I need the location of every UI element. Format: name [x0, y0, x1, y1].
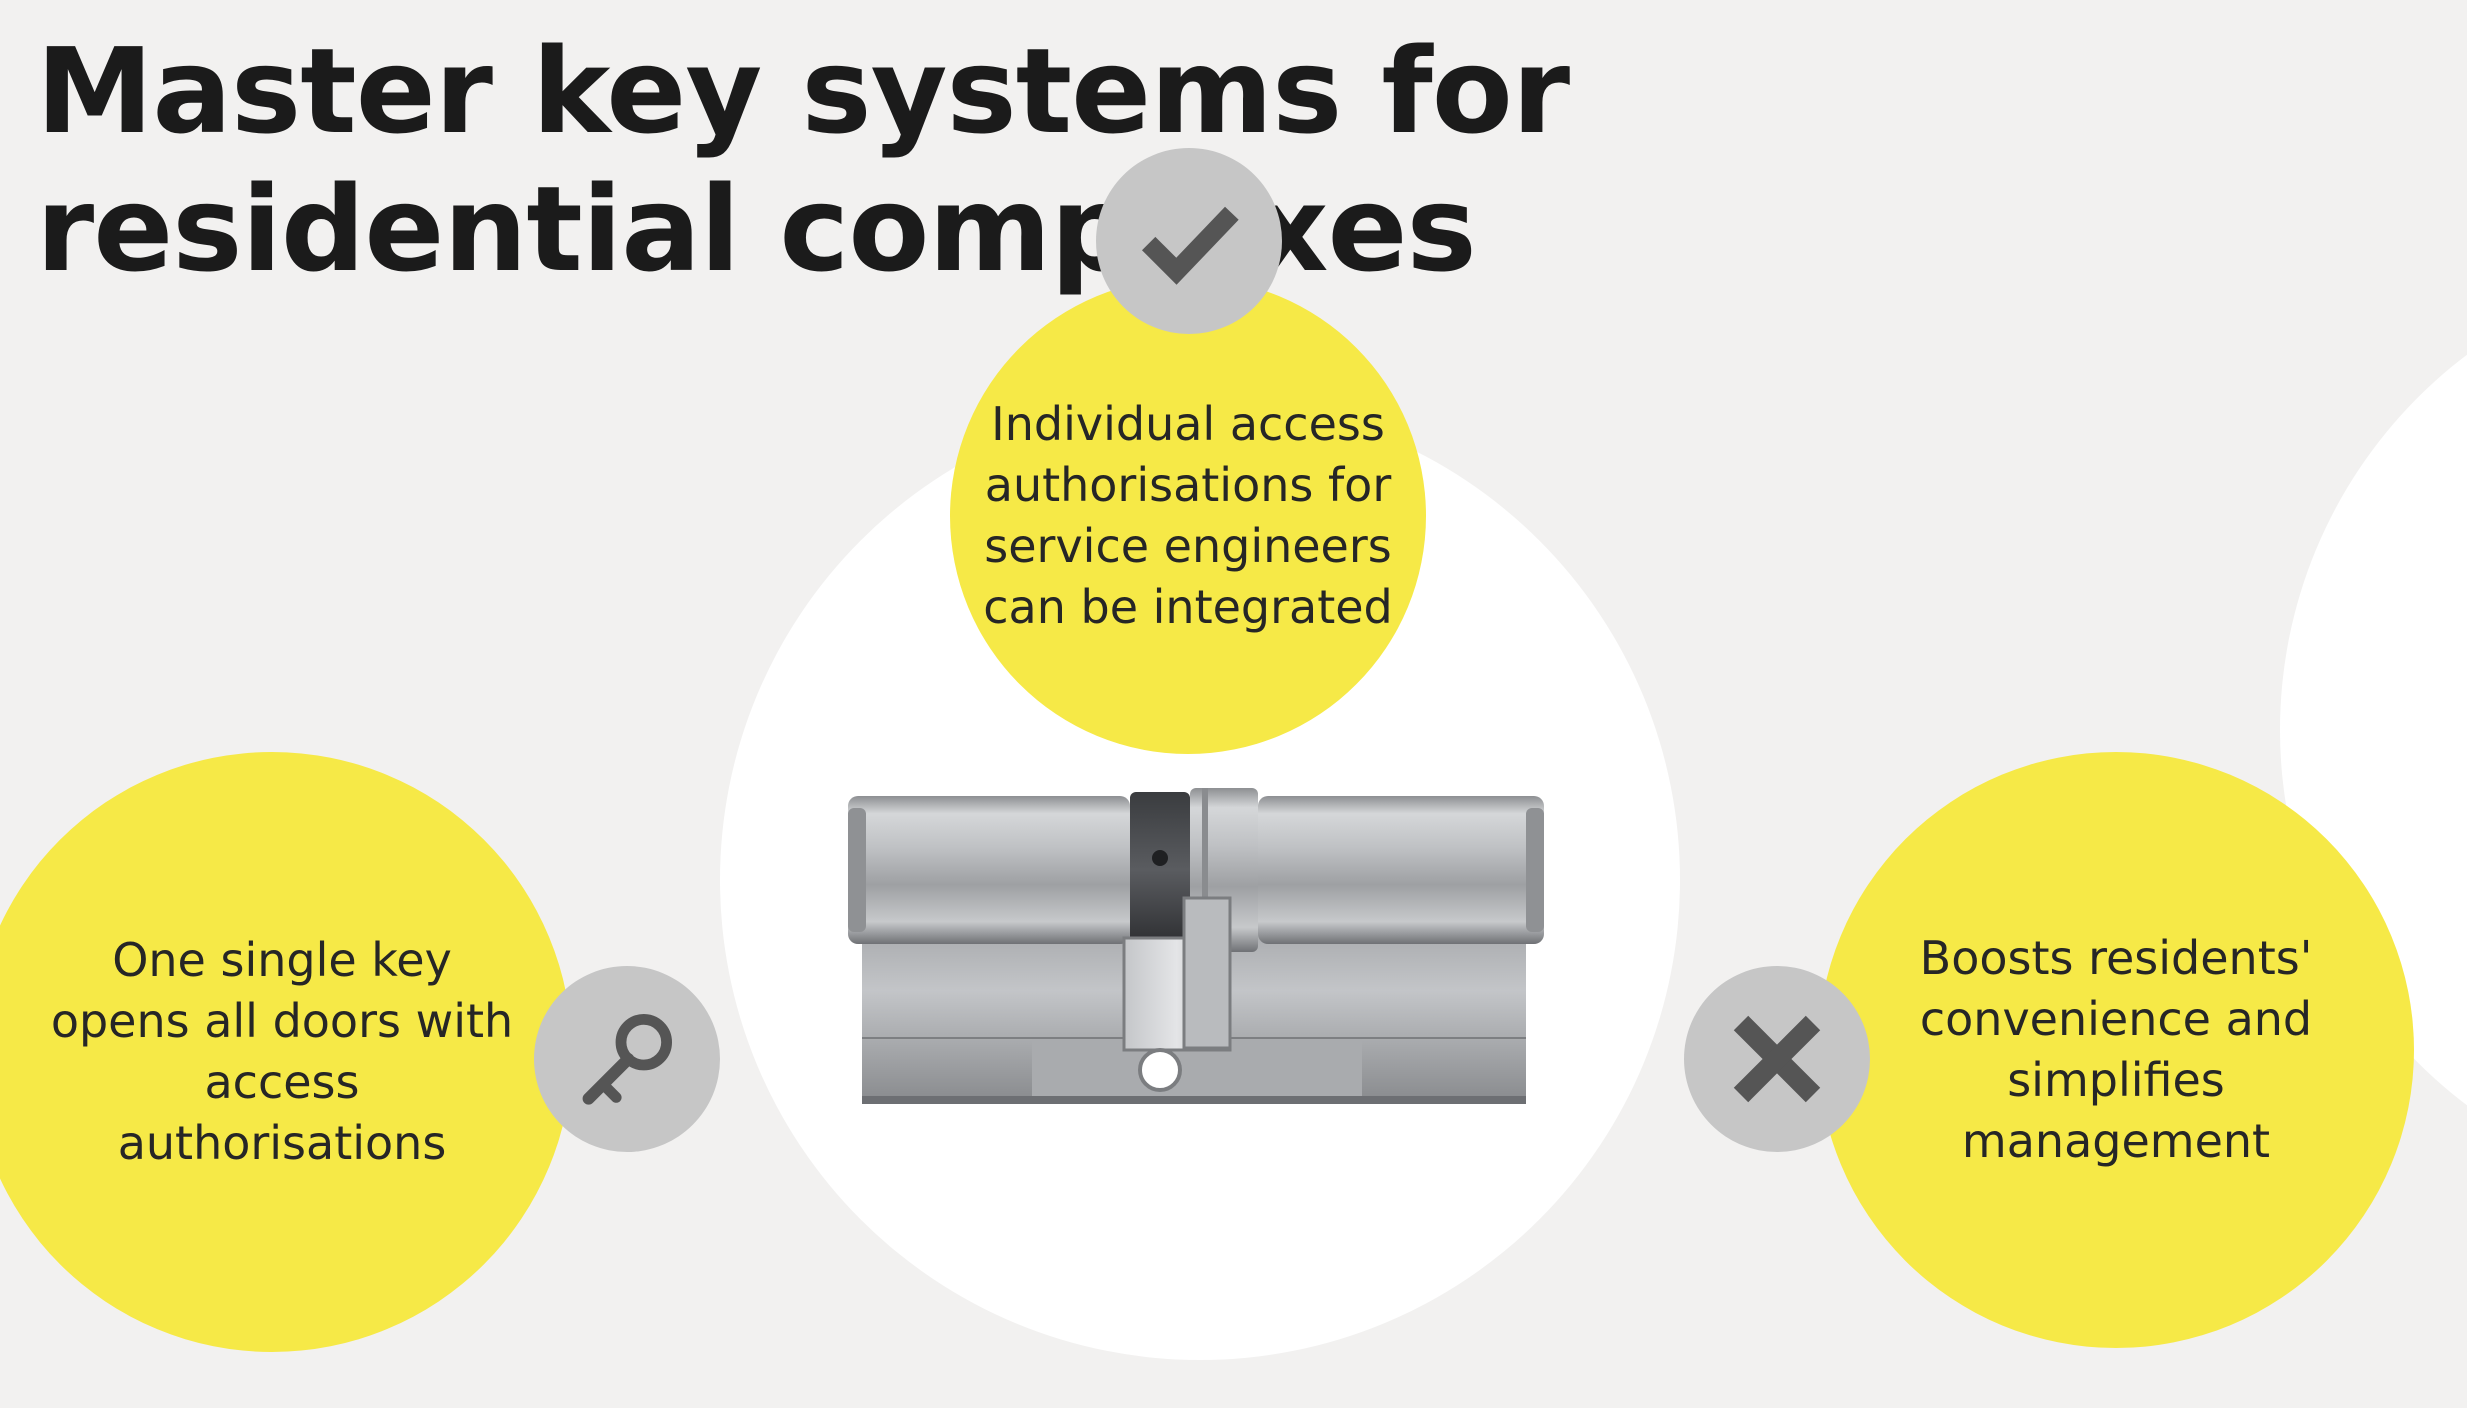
feature-bubble-single-key: One single key opens all doors with acce… — [0, 752, 572, 1352]
key-icon-badge — [534, 966, 720, 1152]
feature-line: authorisations for — [984, 458, 1392, 512]
feature-line: authorisations — [117, 1116, 447, 1170]
cross-icon-badge — [1684, 966, 1870, 1152]
feature-bubble-convenience: Boosts residents' convenience and simpli… — [1818, 752, 2414, 1348]
slide-title: Master key systems for residential compl… — [36, 22, 1570, 298]
feature-bubble-service-engineers: Individual access authorisations for ser… — [950, 278, 1426, 754]
checkmark-icon — [1141, 206, 1239, 285]
feature-line: convenience and — [1919, 992, 2313, 1046]
key-icon — [582, 1014, 672, 1105]
feature-line: management — [1961, 1114, 2271, 1168]
feature-text-single-key: One single key opens all doors with acce… — [51, 930, 513, 1174]
cross-icon — [1733, 1015, 1821, 1103]
double-cylinder-lock-icon — [848, 788, 1544, 1104]
feature-text-service-engineers: Individual access authorisations for ser… — [983, 394, 1393, 638]
feature-line: can be integrated — [983, 580, 1393, 634]
feature-line: Boosts residents' — [1919, 931, 2313, 985]
feature-line: service engineers — [984, 519, 1392, 573]
feature-line: simplifies — [2007, 1053, 2225, 1107]
feature-text-convenience: Boosts residents' convenience and simpli… — [1920, 928, 2313, 1172]
feature-line: One single key — [112, 933, 452, 987]
feature-line: access — [204, 1055, 360, 1109]
feature-line: opens all doors with — [50, 994, 514, 1048]
feature-line: Individual access — [991, 397, 1385, 451]
checkmark-icon-badge — [1096, 148, 1282, 334]
